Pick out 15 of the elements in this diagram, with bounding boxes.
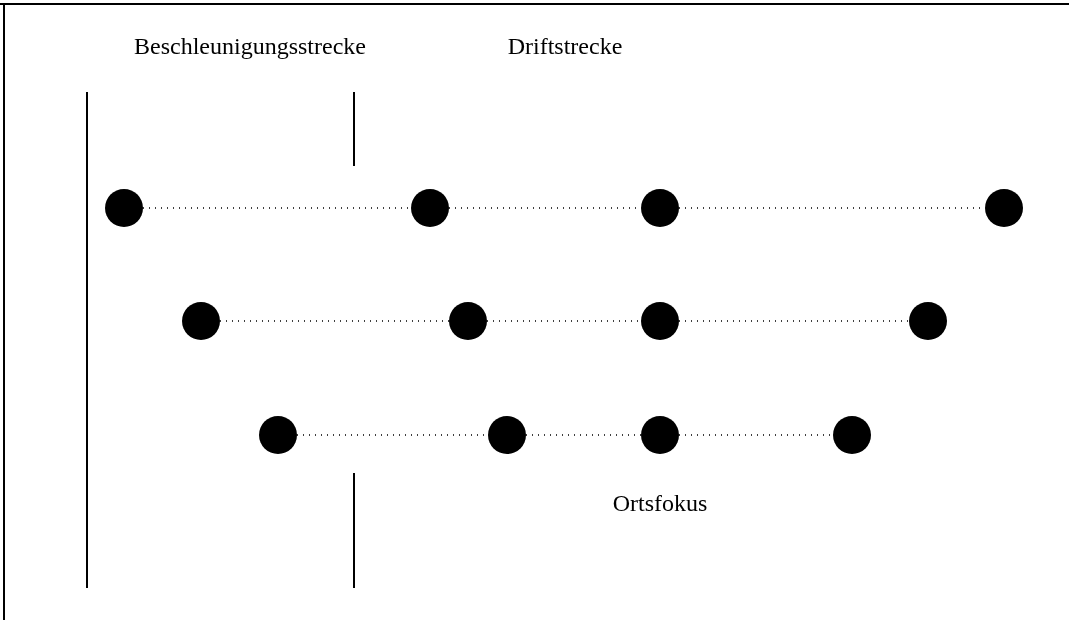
ion-dot bbox=[488, 416, 526, 454]
ion-dot bbox=[833, 416, 871, 454]
focus-label: Ortsfokus bbox=[612, 491, 708, 515]
ion-dot bbox=[449, 302, 487, 340]
ion-dot bbox=[411, 189, 449, 227]
ion-dot bbox=[641, 302, 679, 340]
region-label: Driftstrecke bbox=[507, 34, 623, 58]
ion-dot bbox=[182, 302, 220, 340]
ion-dot bbox=[641, 189, 679, 227]
ion-dot bbox=[985, 189, 1023, 227]
ion-dot bbox=[641, 416, 679, 454]
ion-dot bbox=[909, 302, 947, 340]
region-label: Beschleunigungsstrecke bbox=[134, 34, 366, 58]
ion-dot bbox=[105, 189, 143, 227]
ion-dot bbox=[259, 416, 297, 454]
